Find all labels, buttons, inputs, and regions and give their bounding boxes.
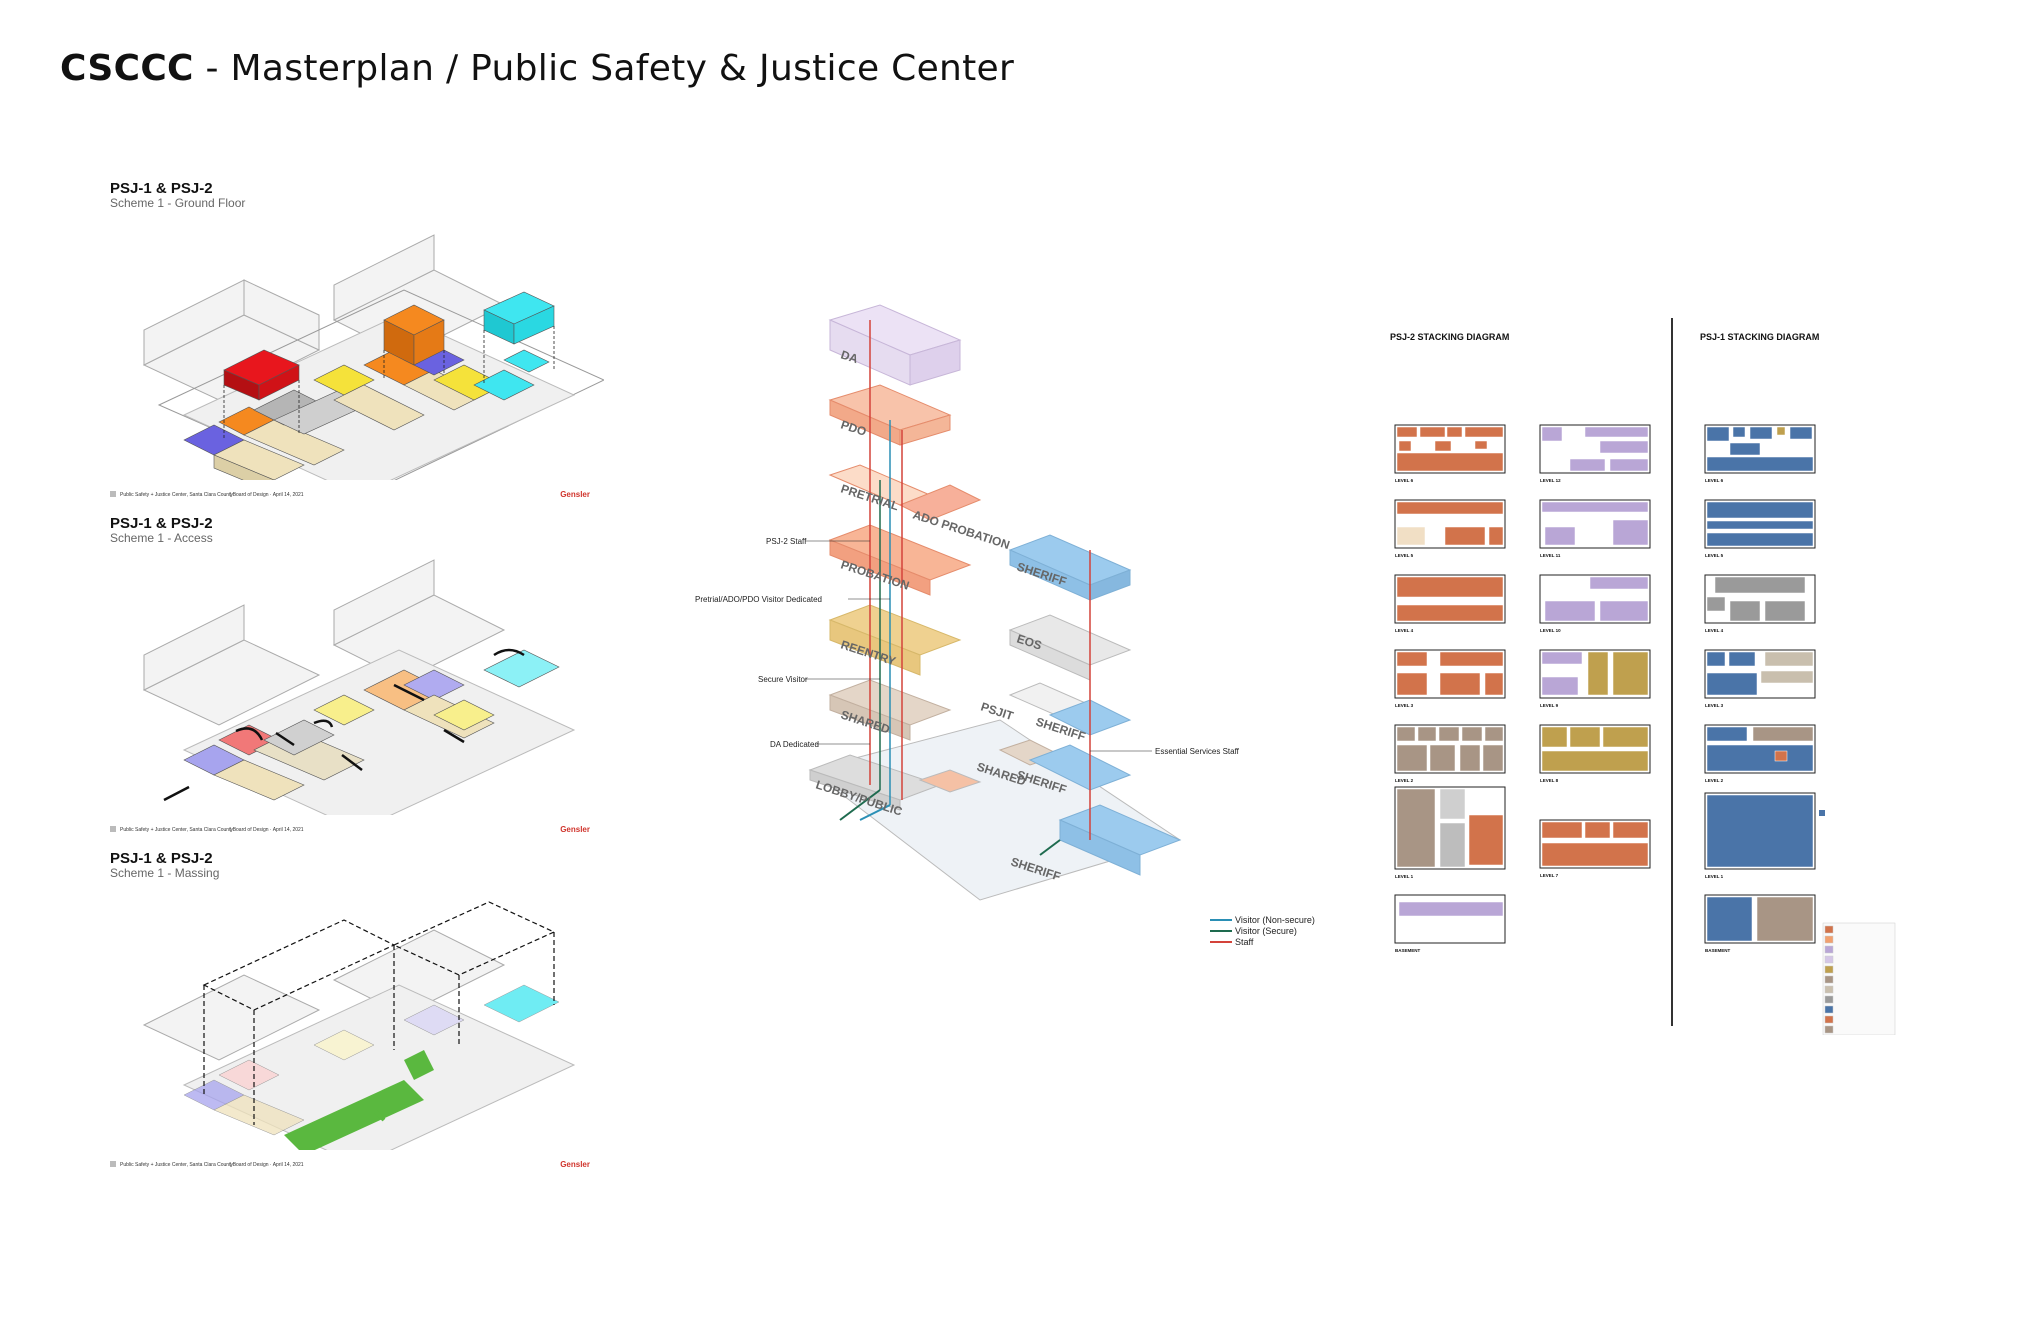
level-label: LEVEL 3 bbox=[1705, 703, 1724, 708]
footer-date: | Board of Design · April 14, 2021 bbox=[230, 827, 304, 833]
circulation-legend: Visitor (Non-secure) Visitor (Secure) St… bbox=[1210, 915, 1315, 947]
panel-subtitle: Scheme 1 - Ground Floor bbox=[110, 196, 246, 210]
callout-label: Essential Services Staff bbox=[1155, 747, 1240, 756]
level-label: BASEMENT bbox=[1395, 948, 1421, 953]
level-label: LEVEL 1 bbox=[1705, 874, 1724, 879]
footer-project: Public Safety + Justice Center, Santa Cl… bbox=[120, 827, 233, 833]
exploded-axonometric: DA PDO PRETRIAL ADO PROBATION PROBATION … bbox=[680, 300, 1320, 960]
legend-label: Visitor (Secure) bbox=[1235, 926, 1297, 936]
psj1-stacking-title: PSJ-1 STACKING DIAGRAM bbox=[1700, 332, 1820, 342]
stair-marker bbox=[1819, 810, 1825, 816]
level-label: LEVEL 2 bbox=[1395, 778, 1414, 783]
footer-project: Public Safety + Justice Center, Santa Cl… bbox=[120, 1162, 233, 1168]
callout-label: Secure Visitor bbox=[758, 675, 808, 684]
panel-massing: PSJ-1 & PSJ-2 Scheme 1 - Massing Public bbox=[104, 850, 604, 1172]
footer-mark bbox=[110, 491, 116, 497]
level-label: LEVEL 6 bbox=[1705, 478, 1724, 483]
level-label: LEVEL 8 bbox=[1540, 778, 1559, 783]
psj2-stacking-diagram: LEVEL 6 LEVEL 5 LEVEL 4 LEVEL 3 LEVEL 2 … bbox=[1394, 424, 1651, 953]
level-label: LEVEL 6 bbox=[1395, 478, 1414, 483]
footer-logo: Gensler bbox=[560, 1160, 590, 1169]
level-label: LEVEL 5 bbox=[1705, 553, 1724, 558]
panel-access: PSJ-1 & PSJ-2 Scheme 1 - Access bbox=[104, 515, 604, 837]
panel-footer: Public Safety + Justice Center, Santa Cl… bbox=[110, 825, 600, 835]
panel-subtitle: Scheme 1 - Access bbox=[110, 531, 213, 545]
level-label: LEVEL 11 bbox=[1540, 553, 1561, 558]
department-color-key bbox=[1822, 922, 1896, 1035]
level-label: BASEMENT bbox=[1705, 948, 1731, 953]
footer-mark bbox=[110, 1161, 116, 1167]
massing-axonometric bbox=[142, 901, 576, 1150]
level-label: LEVEL 1 bbox=[1395, 874, 1414, 879]
footer-logo: Gensler bbox=[560, 490, 590, 499]
access-axonometric bbox=[142, 559, 576, 815]
footer-logo: Gensler bbox=[560, 825, 590, 834]
panel-title: PSJ-1 & PSJ-2 bbox=[110, 515, 213, 532]
page-title: CSCCC - Masterplan / Public Safety & Jus… bbox=[60, 48, 1014, 89]
footer-project: Public Safety + Justice Center, Santa Cl… bbox=[120, 492, 233, 498]
psj2-stacking-title: PSJ-2 STACKING DIAGRAM bbox=[1390, 332, 1510, 342]
level-label: LEVEL 4 bbox=[1395, 628, 1414, 633]
exploded-diagram: DA PDO PRETRIAL ADO PROBATION PROBATION … bbox=[695, 304, 1315, 947]
level-label: LEVEL 4 bbox=[1705, 628, 1724, 633]
panel-ground-floor: PSJ-1 & PSJ-2 Scheme 1 - Ground Floor bbox=[104, 180, 604, 502]
level-label: LEVEL 10 bbox=[1540, 628, 1561, 633]
page-title-text: - Masterplan / Public Safety & Justice C… bbox=[193, 48, 1015, 89]
panel-subtitle: Scheme 1 - Massing bbox=[110, 866, 220, 880]
ground-floor-axonometric bbox=[142, 234, 604, 480]
footer-mark bbox=[110, 826, 116, 832]
psj1-stacking-diagram: LEVEL 6 LEVEL 5 LEVEL 4 LEVEL 3 LEVEL 2 … bbox=[1704, 424, 1896, 1035]
block-label: PSJIT bbox=[979, 700, 1016, 724]
level-label: LEVEL 12 bbox=[1540, 478, 1561, 483]
panel-title: PSJ-1 & PSJ-2 bbox=[110, 180, 213, 197]
panel-footer: Public Safety + Justice Center, Santa Cl… bbox=[110, 490, 600, 500]
callout-label: DA Dedicated bbox=[770, 740, 819, 749]
level-label: LEVEL 7 bbox=[1540, 873, 1559, 878]
level-label: LEVEL 3 bbox=[1395, 703, 1414, 708]
panel-footer: Public Safety + Justice Center, Santa Cl… bbox=[110, 1160, 600, 1170]
callout-label: Pretrial/ADO/PDO Visitor Dedicated bbox=[695, 595, 822, 604]
panel-title: PSJ-1 & PSJ-2 bbox=[110, 850, 213, 867]
level-label: LEVEL 5 bbox=[1395, 553, 1414, 558]
level-label: LEVEL 9 bbox=[1540, 703, 1559, 708]
footer-date: | Board of Design · April 14, 2021 bbox=[230, 1162, 304, 1168]
legend-label: Visitor (Non-secure) bbox=[1235, 915, 1315, 925]
stacking-divider bbox=[1671, 318, 1673, 1026]
block-label: DA bbox=[839, 348, 860, 367]
legend-label: Staff bbox=[1235, 937, 1254, 947]
callout-label: PSJ-2 Staff bbox=[766, 537, 807, 546]
page-title-brand: CSCCC bbox=[60, 48, 194, 89]
level-label: LEVEL 2 bbox=[1705, 778, 1724, 783]
block-label: ADO PROBATION bbox=[911, 508, 1011, 553]
footer-date: | Board of Design · April 14, 2021 bbox=[230, 492, 304, 498]
